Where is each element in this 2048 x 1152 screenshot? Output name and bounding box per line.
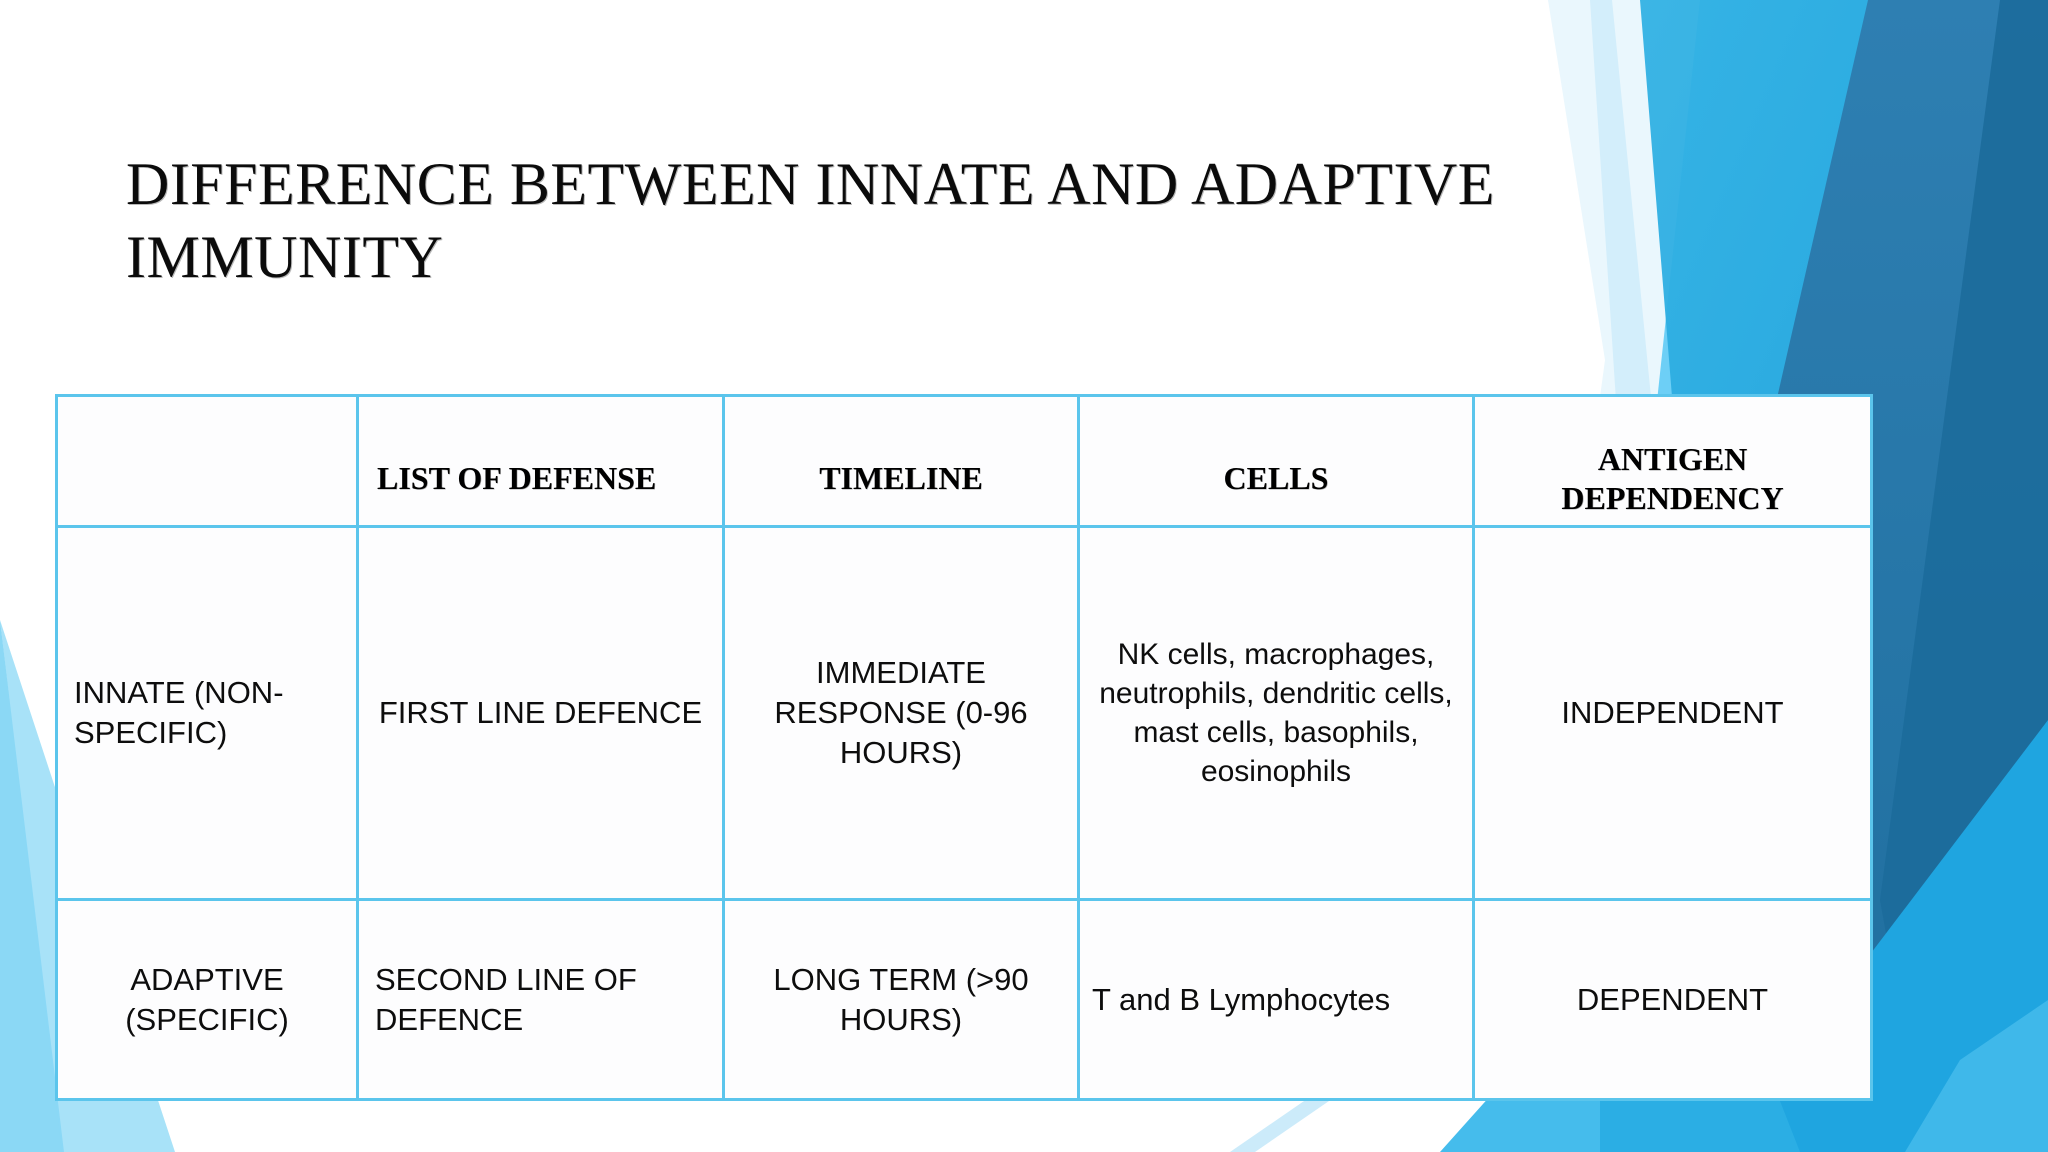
cell-innate-defense-line: FIRST LINE DEFENCE: [356, 525, 725, 901]
cell-adaptive-cells: T and B Lymphocytes: [1077, 898, 1475, 1101]
bg-shape-light-bottom-right: [1905, 1000, 2048, 1152]
header-cell-list-of-defense: LIST OF DEFENSE: [356, 394, 725, 528]
column-header-antigen-dependency: ANTIGEN DEPENDENCY: [1561, 440, 1784, 516]
header-cell-cells: CELLS: [1077, 394, 1475, 528]
cell-text-innate-antigen-dependency: INDEPENDENT: [1561, 695, 1784, 731]
column-header-blank: [58, 443, 356, 479]
cell-text-adaptive-antigen-dependency: DEPENDENT: [1576, 981, 1769, 1017]
table-row: INNATE (NON-SPECIFIC) FIRST LINE DEFENCE…: [55, 525, 1873, 901]
cell-text-innate-type: INNATE (NON-SPECIFIC): [74, 675, 284, 750]
cell-adaptive-timeline: LONG TERM (>90 HOURS): [722, 898, 1080, 1101]
cell-innate-timeline: IMMEDIATE RESPONSE (0-96 HOURS): [722, 525, 1080, 901]
cell-text-adaptive-timeline: LONG TERM (>90 HOURS): [773, 961, 1029, 1037]
table-row: ADAPTIVE (SPECIFIC) SECOND LINE OF DEFEN…: [55, 898, 1873, 1101]
bg-shape-deep-right: [1880, 0, 2048, 1152]
cell-adaptive-antigen-dependency: DEPENDENT: [1472, 898, 1873, 1101]
comparison-table: LIST OF DEFENSE TIMELINE CELLS ANTIGEN D…: [55, 394, 1873, 1101]
column-header-timeline: TIMELINE: [819, 460, 983, 497]
column-header-list-of-defense: LIST OF DEFENSE: [377, 460, 657, 497]
cell-adaptive-type: ADAPTIVE (SPECIFIC): [55, 898, 359, 1101]
header-cell-antigen-dependency: ANTIGEN DEPENDENCY: [1472, 394, 1873, 528]
cell-innate-cells: NK cells, macrophages, neutrophils, dend…: [1077, 525, 1475, 901]
cell-text-innate-cells: NK cells, macrophages, neutrophils, dend…: [1099, 638, 1453, 788]
table-header-row: LIST OF DEFENSE TIMELINE CELLS ANTIGEN D…: [55, 394, 1873, 528]
header-cell-blank: [55, 394, 359, 528]
cell-innate-antigen-dependency: INDEPENDENT: [1472, 525, 1873, 901]
cell-innate-type: INNATE (NON-SPECIFIC): [55, 525, 359, 901]
cell-text-innate-timeline: IMMEDIATE RESPONSE (0-96 HOURS): [774, 655, 1028, 770]
header-cell-timeline: TIMELINE: [722, 394, 1080, 528]
cell-adaptive-defense-line: SECOND LINE OF DEFENCE: [356, 898, 725, 1101]
cell-text-adaptive-cells: T and B Lymphocytes: [1092, 981, 1391, 1017]
cell-text-adaptive-defense-line: SECOND LINE OF DEFENCE: [375, 961, 637, 1037]
cell-text-adaptive-type: ADAPTIVE (SPECIFIC): [125, 961, 289, 1037]
page-title: DIFFERENCE BETWEEN INNATE AND ADAPTIVE I…: [126, 151, 1495, 291]
column-header-cells: CELLS: [1223, 460, 1329, 497]
cell-text-innate-defense-line: FIRST LINE DEFENCE: [378, 695, 703, 731]
